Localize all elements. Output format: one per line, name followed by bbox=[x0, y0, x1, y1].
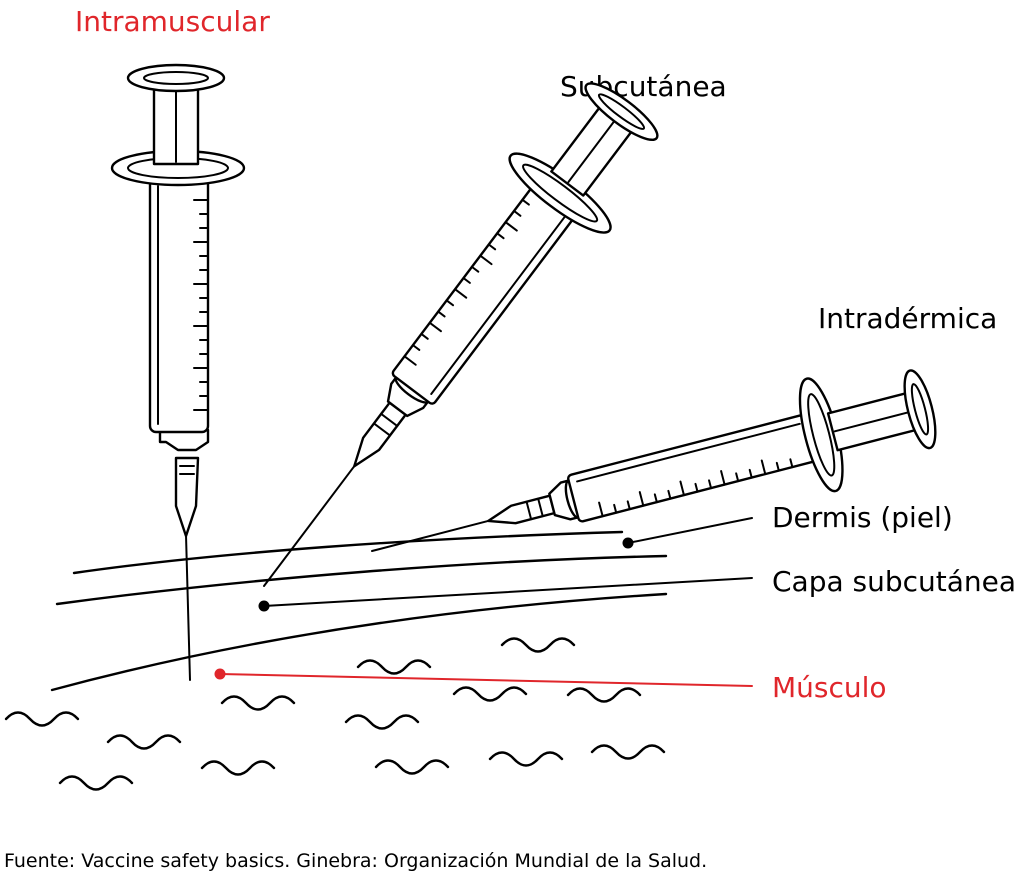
subcutanea-scale bbox=[403, 198, 530, 366]
dermis-bottom-line bbox=[55, 554, 668, 606]
subcutaneous-bottom-line bbox=[50, 592, 668, 692]
label-intradermica: Intradérmica bbox=[818, 302, 997, 335]
label-intramuscular: Intramuscular bbox=[75, 5, 270, 38]
muscle-waves bbox=[4, 637, 666, 791]
leader-capa-subcutanea bbox=[258, 577, 753, 612]
label-capa-subcutanea: Capa subcutánea bbox=[772, 565, 1016, 598]
label-dermis: Dermis (piel) bbox=[772, 501, 953, 534]
source-caption: Fuente: Vaccine safety basics. Ginebra: … bbox=[4, 850, 707, 872]
label-musculo: Músculo bbox=[772, 671, 887, 704]
leader-dermis bbox=[622, 517, 753, 549]
skin-layers bbox=[50, 530, 668, 692]
intramuscular-scale bbox=[193, 199, 209, 411]
syringe-subcutanea bbox=[263, 82, 659, 587]
dermis-top-line bbox=[72, 530, 624, 575]
syringe-intradermica bbox=[371, 369, 937, 552]
intradermica-scale bbox=[598, 458, 794, 518]
leader-musculo bbox=[214, 668, 753, 687]
syringe-intramuscular bbox=[110, 63, 246, 681]
